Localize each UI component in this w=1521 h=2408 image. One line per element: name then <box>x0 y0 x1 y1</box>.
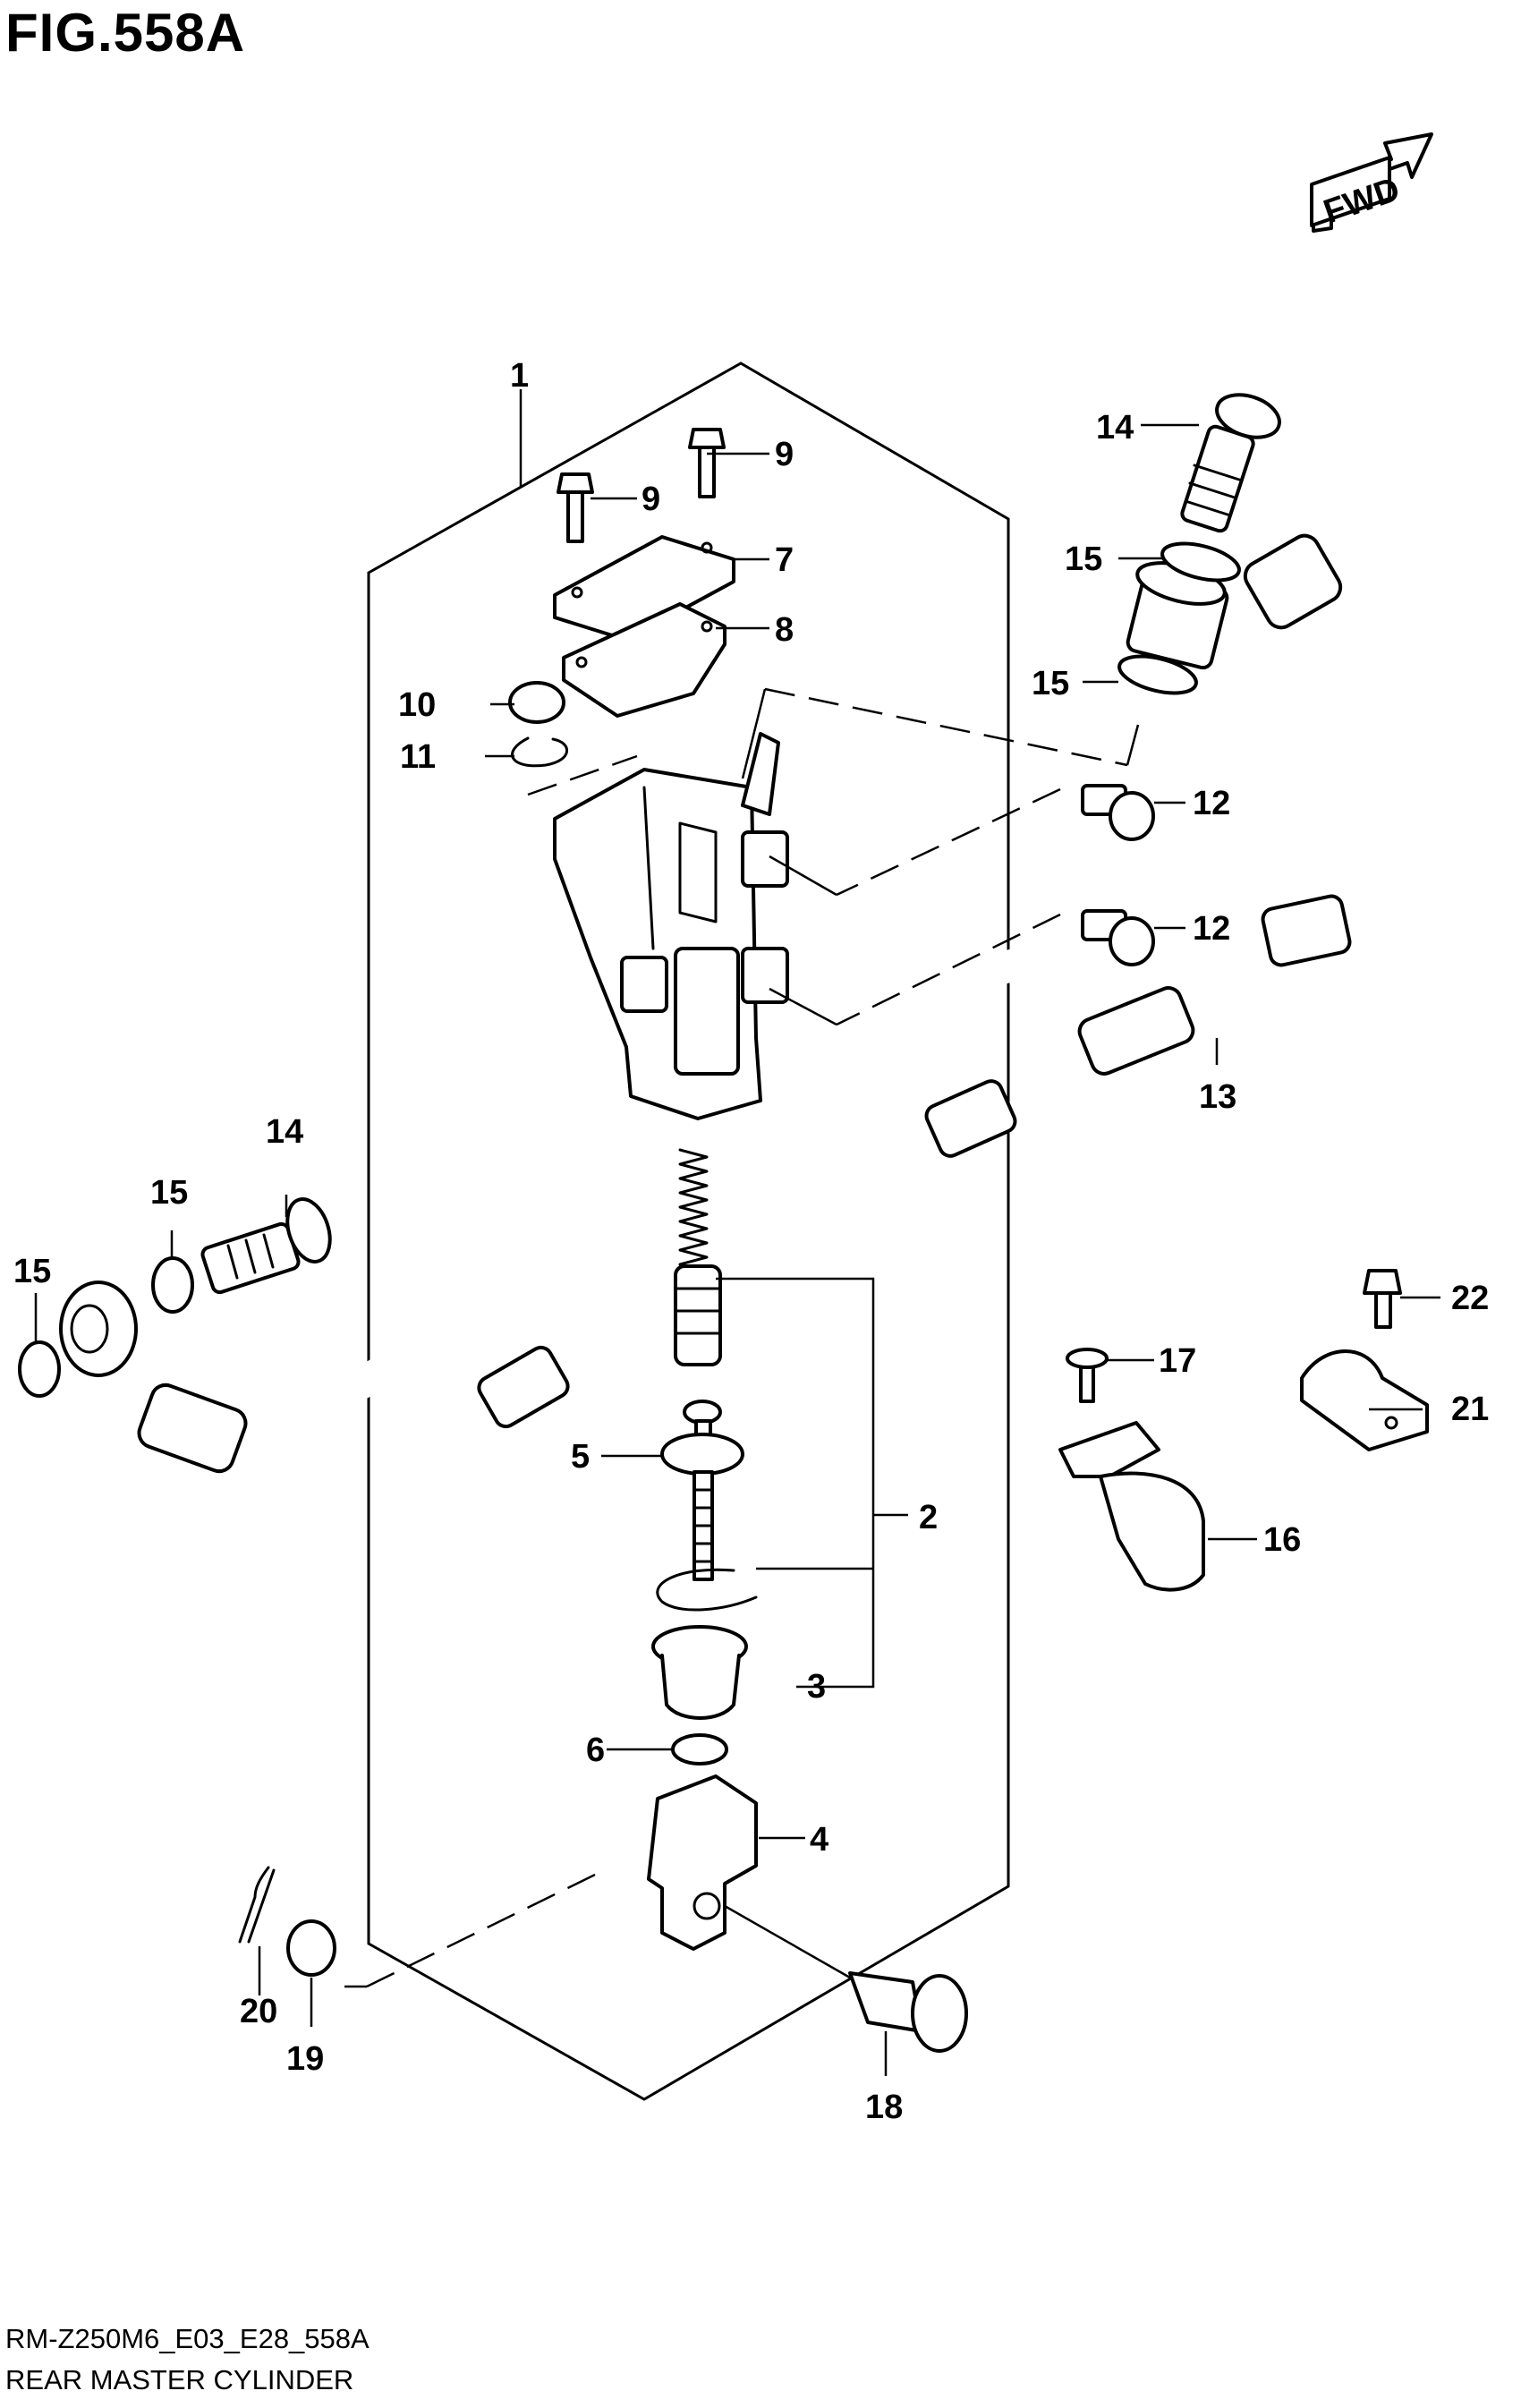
master-cylinder-body <box>553 732 789 1120</box>
lock-nut <box>671 1733 728 1766</box>
callout-4: 4 <box>810 1821 828 1859</box>
pin-washer <box>286 1919 336 1977</box>
callout-6: 6 <box>586 1732 605 1769</box>
banjo-bolt-lower <box>200 1197 332 1295</box>
callout-8: 8 <box>775 611 794 649</box>
union-bolt-12a <box>1081 784 1155 841</box>
callout-3: 3 <box>807 1668 826 1706</box>
callout-20: 20 <box>240 1993 277 2030</box>
sealing-washer-15a <box>1160 541 1241 583</box>
piston-circlip <box>656 1568 758 1612</box>
assembly-outline <box>367 362 1010 2101</box>
clevis-pin <box>848 1971 968 2053</box>
hose-guide <box>1058 1421 1205 1592</box>
hose-sleeve-lower <box>477 1345 570 1429</box>
callout-9b: 9 <box>775 436 794 473</box>
brake-hose <box>137 484 1514 1474</box>
callout-11: 11 <box>400 738 436 776</box>
callout-10: 10 <box>398 686 436 724</box>
banjo-bolt-upper <box>1180 393 1281 533</box>
figure-code: RM-Z250M6_E03_E28_558A <box>5 2323 370 2354</box>
callout-15d: 15 <box>13 1253 51 1290</box>
leader-lines <box>34 389 1440 2076</box>
callout-16: 16 <box>1263 1521 1301 1559</box>
cap-screw-9b <box>688 428 726 498</box>
callout-1: 1 <box>510 357 529 395</box>
hose-sleeve-mid <box>924 1079 1017 1158</box>
circlip <box>511 736 569 768</box>
banjo-fitting-lower <box>59 1281 138 1377</box>
hose-sleeve-upper <box>1077 986 1195 1076</box>
callout-7: 7 <box>775 541 794 579</box>
callout-2: 2 <box>919 1499 938 1536</box>
callout-15c: 15 <box>150 1174 188 1212</box>
banjo-fitting-upper <box>1126 561 1229 670</box>
callout-14a: 14 <box>1096 409 1134 447</box>
sealing-washer-15c <box>18 1340 61 1398</box>
sealing-washer-15d <box>151 1256 194 1314</box>
callout-18: 18 <box>865 2089 903 2126</box>
reservoir-plug <box>508 681 565 724</box>
callout-22: 22 <box>1451 1280 1489 1317</box>
reservoir-diaphragm <box>562 602 727 718</box>
assembly-reference-lines <box>344 687 1140 1988</box>
callout-21: 21 <box>1451 1391 1489 1428</box>
push-rod <box>660 1400 744 1581</box>
union-bolt-12b <box>1081 909 1155 966</box>
return-spring <box>678 1148 709 1266</box>
callout-12b: 12 <box>1193 910 1230 948</box>
callout-19: 19 <box>286 2040 324 2078</box>
callout-15b: 15 <box>1032 665 1069 702</box>
dust-boot <box>651 1625 748 1720</box>
cotter-pin <box>238 1866 276 1944</box>
reservoir-cap <box>553 535 735 642</box>
callout-5: 5 <box>571 1438 590 1476</box>
cap-screw-9a <box>557 472 594 543</box>
callout-14b: 14 <box>266 1113 303 1151</box>
fwd-arrow-icon: FWD <box>1310 132 1433 233</box>
callout-13: 13 <box>1199 1078 1236 1116</box>
hose-fitting-lower <box>137 1383 248 1474</box>
piston-assembly <box>674 1264 722 1366</box>
figure-caption: REAR MASTER CYLINDER <box>5 2364 354 2395</box>
callout-12a: 12 <box>1193 785 1230 822</box>
guide-screw <box>1066 1348 1109 1403</box>
figure-title: FIG.558A <box>5 3 246 63</box>
clevis <box>647 1774 758 1951</box>
hose-fitting-upper <box>1243 533 1343 630</box>
clamp-bolt <box>1363 1269 1402 1329</box>
hose-clamp-sleeve <box>1261 894 1352 967</box>
callout-15a: 15 <box>1065 540 1102 578</box>
hose-clamp <box>1300 1349 1429 1451</box>
callout-17: 17 <box>1159 1342 1196 1380</box>
callout-9a: 9 <box>642 481 660 518</box>
sealing-washer-15b <box>1117 654 1198 695</box>
